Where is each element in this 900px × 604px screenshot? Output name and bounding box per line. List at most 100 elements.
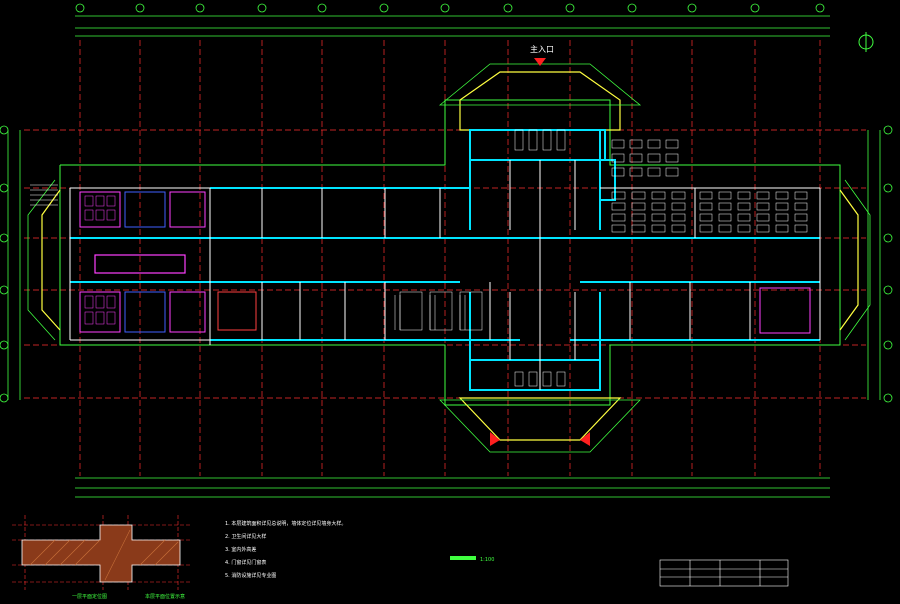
title-block: [659, 559, 789, 587]
desk: [665, 139, 679, 149]
axis-bubble: [0, 183, 9, 193]
axis-bubble: [883, 183, 893, 193]
desk: [95, 195, 105, 207]
building-outline: [27, 63, 871, 453]
axis-bubble: [503, 3, 513, 13]
desk: [556, 129, 566, 151]
desk: [671, 224, 686, 233]
note-line-5: 5. 消防设施详见专业图: [225, 572, 276, 579]
desk: [794, 202, 808, 211]
axis-bubble: [687, 3, 697, 13]
desk: [671, 202, 686, 211]
axis-bubble: [0, 125, 9, 135]
desk: [631, 224, 646, 233]
note-line-3: 3. 室内外高差: [225, 546, 256, 553]
desk: [699, 191, 713, 200]
axis-bubble: [883, 393, 893, 403]
desk: [106, 195, 116, 207]
entrance-label: 主入口: [530, 44, 554, 54]
axis-bubble: [195, 3, 205, 13]
desk: [737, 224, 751, 233]
desk: [718, 213, 732, 222]
desk: [95, 295, 105, 309]
desk: [699, 224, 713, 233]
axis-bubble: [440, 3, 450, 13]
desk: [611, 167, 625, 177]
axis-bubble: [0, 340, 9, 350]
desk: [665, 167, 679, 177]
desk: [737, 213, 751, 222]
desk: [528, 129, 538, 151]
desk: [647, 139, 661, 149]
dimension-lines: [7, 15, 881, 498]
desk: [629, 167, 643, 177]
general-notes: 1. 本层建筑面积详见总说明，墙体定位详见墙身大样。 2. 卫生间详见大样 3.…: [225, 520, 346, 579]
desk: [95, 209, 105, 221]
desk: [95, 311, 105, 325]
desk: [794, 224, 808, 233]
axis-bubble: [75, 3, 85, 13]
note-line-1: 1. 本层建筑面积详见总说明，墙体定位详见墙身大样。: [225, 520, 346, 527]
desk: [671, 213, 686, 222]
desk: [647, 167, 661, 177]
desk: [699, 202, 713, 211]
desk: [794, 191, 808, 200]
axis-bubble: [0, 233, 9, 243]
axis-bubble: [0, 393, 9, 403]
desk: [718, 191, 732, 200]
desk: [631, 191, 646, 200]
axis-bubble: [135, 3, 145, 13]
desk: [611, 224, 626, 233]
axis-bubble: [565, 3, 575, 13]
stairs: [30, 184, 466, 330]
axis-bubble: [317, 3, 327, 13]
desk: [528, 371, 538, 387]
desk: [629, 153, 643, 163]
axis-bubble: [815, 3, 825, 13]
entrance-markers: [490, 58, 590, 446]
desk: [84, 295, 94, 309]
note-line-4: 4. 门窗详见门窗表: [225, 559, 266, 566]
axis-bubble: [257, 3, 267, 13]
desk: [106, 209, 116, 221]
desk: [542, 129, 552, 151]
desk: [631, 202, 646, 211]
furniture-layout: [84, 129, 808, 387]
scale-label: 1:100: [480, 557, 494, 563]
desk: [514, 371, 524, 387]
key-plan-caption-left: 一层平面定位图: [72, 593, 107, 600]
desk: [84, 209, 94, 221]
desk: [514, 129, 524, 151]
desk: [718, 224, 732, 233]
axis-bubble: [883, 285, 893, 295]
axis-bubble: [883, 340, 893, 350]
desk: [756, 202, 770, 211]
desk: [775, 191, 789, 200]
desk: [651, 191, 666, 200]
desk: [651, 202, 666, 211]
key-plan-caption-right: 本层平面位置示意: [145, 593, 185, 600]
desk: [106, 295, 116, 309]
desk: [671, 191, 686, 200]
desk: [651, 213, 666, 222]
desk: [794, 213, 808, 222]
axis-bubble: [750, 3, 760, 13]
desk: [756, 191, 770, 200]
desk: [84, 311, 94, 325]
desk: [629, 139, 643, 149]
desk: [106, 311, 116, 325]
desk: [611, 213, 626, 222]
scale-bar: 1:100: [450, 556, 494, 563]
axis-bubble: [0, 285, 9, 295]
interior-walls: [69, 160, 821, 390]
desk: [542, 371, 552, 387]
desk: [756, 213, 770, 222]
desk: [775, 224, 789, 233]
desk: [756, 224, 770, 233]
axis-bubbles: [0, 3, 893, 403]
axis-bubble: [379, 3, 389, 13]
desk: [647, 153, 661, 163]
desk: [775, 213, 789, 222]
key-plan: 一层平面定位图 本层平面位置示意: [12, 515, 190, 600]
